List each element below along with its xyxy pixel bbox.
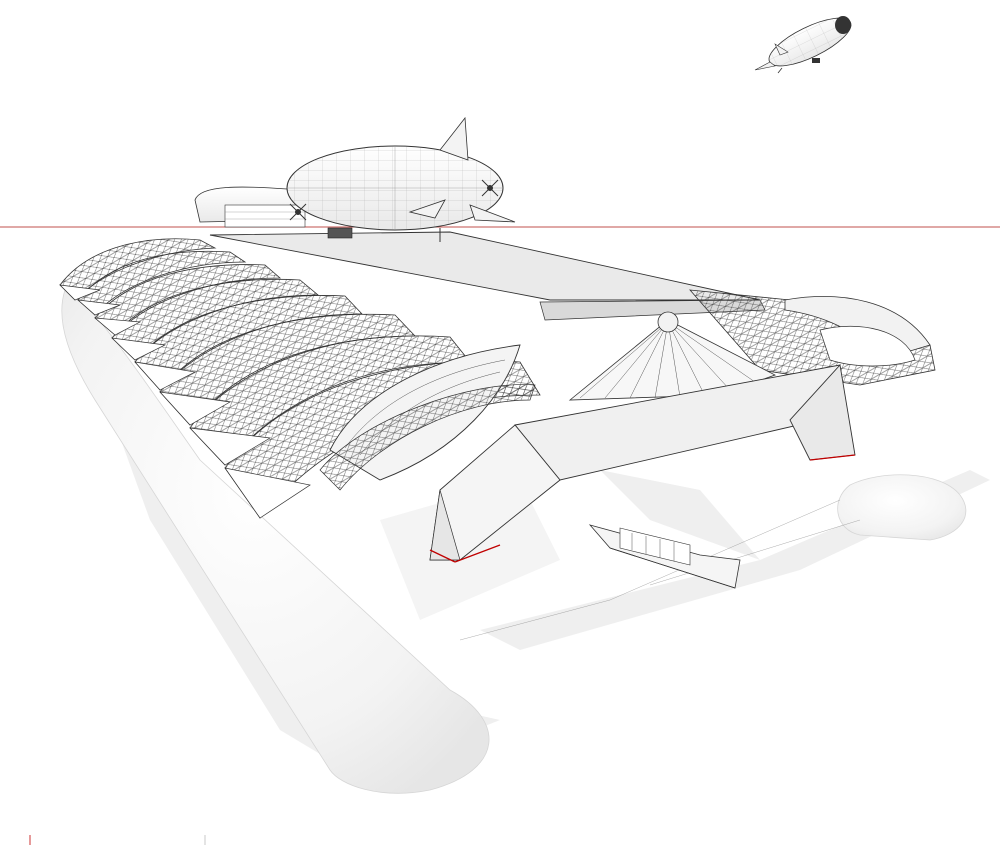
central-fan-structure bbox=[568, 311, 776, 401]
support-frame bbox=[429, 364, 856, 563]
red-edge bbox=[429, 549, 456, 563]
docked-airship bbox=[286, 116, 516, 242]
front-hangar-pod bbox=[319, 344, 536, 491]
left-pontoon-float bbox=[61, 289, 490, 794]
right-pontoon-float bbox=[837, 474, 967, 541]
propeller bbox=[289, 203, 307, 221]
flying-airship bbox=[754, 16, 852, 74]
sphere-beacon bbox=[657, 311, 679, 333]
right-roof-modules bbox=[689, 289, 936, 386]
red-edge bbox=[809, 454, 856, 461]
mooring-cables bbox=[459, 499, 861, 641]
boat bbox=[588, 524, 741, 589]
rear-hangar bbox=[194, 186, 306, 228]
propeller bbox=[481, 179, 499, 197]
red-edge bbox=[454, 544, 501, 563]
